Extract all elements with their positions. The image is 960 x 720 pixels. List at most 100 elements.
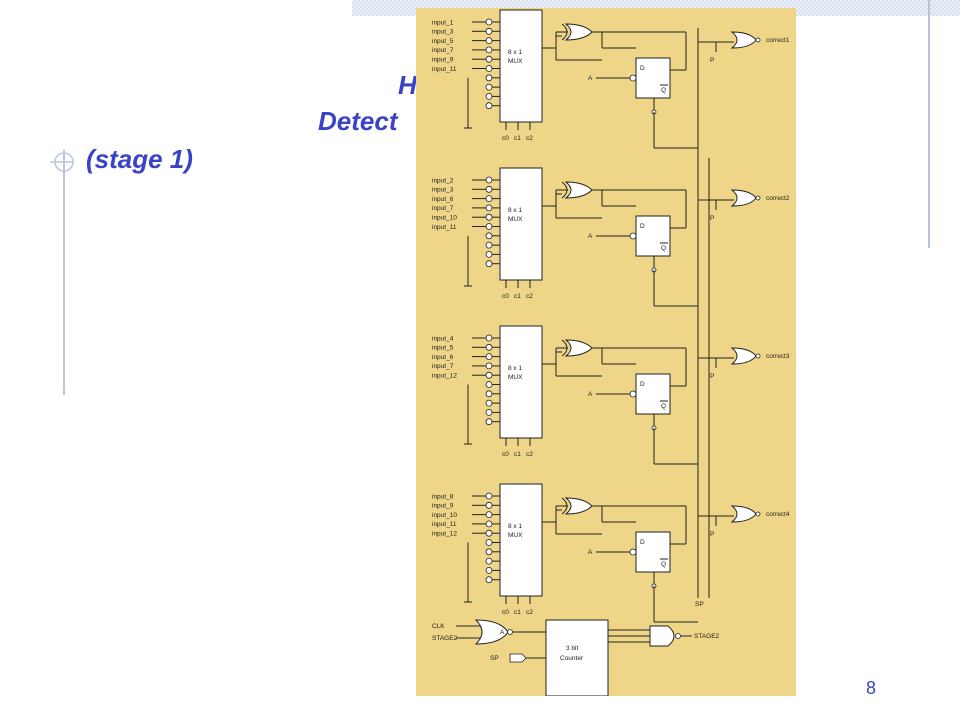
pin-bubble [485,241,493,249]
mux-label-top: 8 x 1 [508,207,522,214]
xor-gate [564,181,593,199]
pin-bubble [485,567,493,574]
pin-bubble [485,343,493,351]
pin-bubble [485,27,493,35]
pin-bubble [485,74,493,82]
enable-bubble [629,232,637,240]
counter-box [545,619,609,696]
select-label: c0 [502,135,509,142]
input-label: input_1 [432,19,454,26]
p-label: P [710,215,714,222]
sp-bus-label: SP [695,601,704,608]
dff-d-label: D [640,381,645,388]
input-label: input_10 [432,215,457,222]
pin-bubble [485,539,493,546]
dff-d-label: D [640,223,645,230]
xor-gate-curve [561,23,568,41]
pin-bubble [485,176,493,184]
select-label: c0 [502,451,509,458]
enable-bubble [629,390,637,398]
input-label: input_11 [432,66,457,73]
dff-q-label: Q [661,403,666,410]
bottom-sp-label: SP [490,655,499,662]
pin-bubble [485,250,493,258]
enable-bubble [629,74,637,82]
pin-bubble [485,529,493,537]
output-label: correct2 [766,195,790,202]
counter-label-1: 3 bit [566,645,578,652]
mux-label-top: 8 x 1 [508,365,522,372]
pin-bubble [485,501,493,509]
input-label: input_8 [432,493,454,500]
output-label: correct3 [766,353,790,360]
pin-bubble [485,93,493,100]
slide-title-line1: H [398,70,417,100]
pin-bubble [485,260,493,268]
enable-bubble [629,548,637,556]
bottom-a-label: A [500,629,505,636]
p-label: P [710,373,714,380]
input-label: input_5 [432,38,454,45]
input-label: input_5 [432,345,454,352]
select-label: c2 [526,293,533,300]
pin-bubble [485,37,493,44]
input-label: input_10 [432,512,457,519]
clk-label: CLK [432,623,445,630]
xor-gate [564,23,593,41]
dff-q-label: Q [661,87,666,94]
pin-bubble [485,65,493,72]
enable-label: A [588,75,593,82]
select-label: c1 [514,609,521,616]
or-gate-bottom [474,619,509,645]
enable-label: A [588,233,593,240]
pin-bubble [485,511,493,519]
pin-bubble [485,353,493,361]
output-label: correct4 [766,511,790,518]
input-label: input_9 [432,503,454,510]
stage2-out-label: STAGE2 [694,633,720,640]
select-label: c1 [514,293,521,300]
xor-gate [564,497,593,515]
xor-gate-curve [561,181,568,199]
pin-bubble [485,213,493,221]
output-label: correct1 [766,37,790,44]
select-label: c1 [514,135,521,142]
xor-gate-curve [561,497,568,515]
or-bubble [755,511,761,517]
pin-bubble [485,390,493,398]
enable-label: A [588,391,593,398]
pin-bubble [485,46,493,54]
or-gate [730,189,757,207]
pin-bubble [485,371,493,379]
pin-bubble [485,195,493,203]
or-gate [730,347,757,365]
and-gate [649,625,675,647]
p-label: P [710,57,714,64]
mux-label-bottom: MUX [508,374,523,381]
slide-title-line2: Detect [318,106,398,136]
dff-box [635,531,671,573]
pin-bubble [485,232,493,240]
input-label: input_12 [432,373,457,380]
dff-q-label: Q [661,245,666,252]
pin-bubble [485,520,493,528]
mux-box [499,9,543,123]
input-label: input_7 [432,363,454,370]
select-label: c2 [526,609,533,616]
mux-label-bottom: MUX [508,532,523,539]
or-gate [730,505,757,523]
or-bubble [755,195,761,201]
input-label: input_11 [432,521,457,528]
mux-label-bottom: MUX [508,58,523,65]
pin-bubble [485,557,493,565]
input-label: input_9 [432,57,454,64]
pin-bubble [485,492,493,500]
pin-bubble [485,55,493,63]
enable-label: A [588,549,593,556]
or-gate [730,31,757,49]
xor-gate-curve [561,339,568,357]
select-label: c1 [514,451,521,458]
pin-bubble [485,399,493,407]
stage-label: (stage 1) [86,144,193,174]
